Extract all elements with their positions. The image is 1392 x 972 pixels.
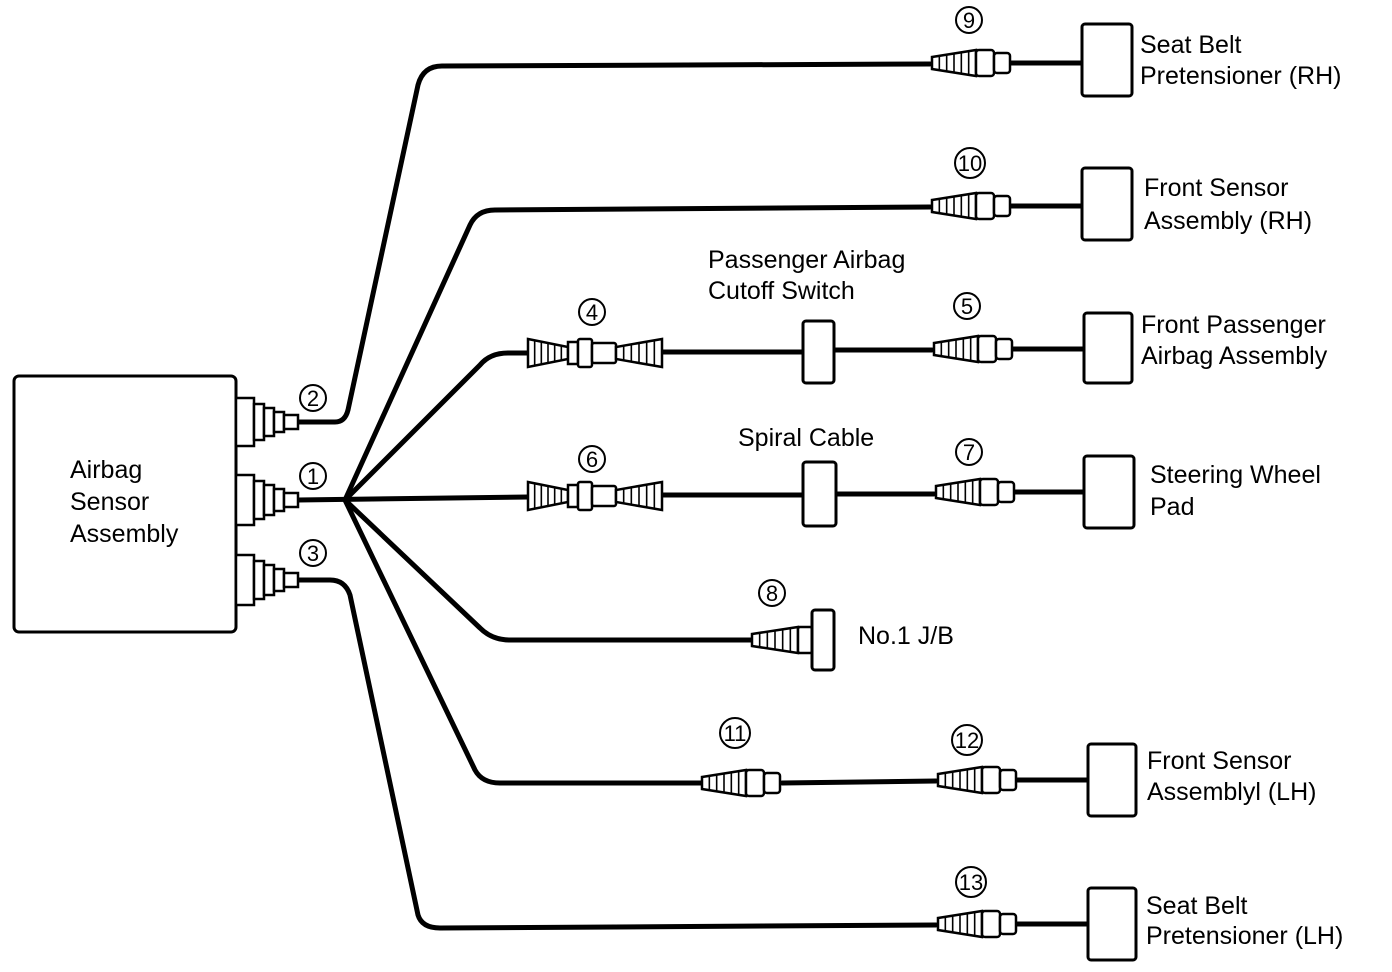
- seat-belt-rh-label-1: Seat Belt: [1140, 31, 1242, 59]
- connector-number-8-text: 8: [766, 581, 778, 606]
- inline-connectors: [526, 48, 1018, 939]
- junction-block: [810, 608, 836, 672]
- steering-wheel-pad-label-1: Steering Wheel: [1150, 461, 1321, 489]
- connector-number-11: 11: [719, 717, 751, 749]
- connector-7: [934, 477, 1016, 507]
- seat-belt-rh-label-2: Pretensioner (RH): [1140, 62, 1341, 90]
- connector-number-3: 3: [299, 539, 327, 567]
- front-sensor-rh-label-2: Assembly (RH): [1144, 207, 1312, 235]
- sensor-assembly-label-1: Airbag: [70, 456, 142, 484]
- connector-number-1-text: 1: [307, 464, 319, 489]
- front-sensor-lh-label-1: Front Sensor: [1147, 747, 1292, 775]
- front-sensor-assembly-rh: [1080, 166, 1134, 242]
- cutoff-switch: [801, 319, 836, 385]
- connector-number-7: 7: [955, 438, 983, 466]
- wires: [295, 60, 1091, 931]
- sensor-assembly-label-2: Sensor: [70, 488, 149, 516]
- front-sensor-assembly-lh: [1086, 742, 1138, 818]
- connector-number-1: 1: [299, 462, 327, 490]
- connector-number-8: 8: [758, 579, 786, 607]
- connector-number-12: 12: [951, 724, 983, 756]
- sensor-connector-1: [234, 473, 300, 527]
- seat-belt-pretensioner-lh: [1086, 886, 1138, 962]
- connector-number-6-text: 6: [586, 447, 598, 472]
- connector-11: [700, 768, 782, 798]
- front-passenger-airbag-label-2: Airbag Assembly: [1141, 342, 1328, 370]
- connector-8: [750, 625, 814, 655]
- steering-wheel-pad-label-2: Pad: [1150, 493, 1194, 521]
- connector-number-10: 10: [954, 147, 986, 179]
- wire-seat-belt-lh: [295, 577, 939, 931]
- connector-number-4-text: 4: [586, 300, 598, 325]
- front-passenger-airbag-assembly: [1082, 311, 1134, 385]
- connector-number-6: 6: [578, 445, 606, 473]
- junction-block-label: No.1 J/B: [858, 622, 954, 650]
- front-sensor-lh-label-2: Assemblyl (LH): [1147, 778, 1316, 806]
- connector-6: [526, 480, 664, 512]
- front-sensor-rh-label-1: Front Sensor: [1144, 174, 1289, 202]
- connector-number-12-text: 12: [955, 728, 979, 753]
- connector-number-13: 13: [955, 866, 987, 898]
- wire-front-sensor-lh: [342, 497, 705, 786]
- spiral-cable-label: Spiral Cable: [738, 424, 874, 452]
- cutoff-switch-label-1: Passenger Airbag: [708, 246, 905, 274]
- connector-9: [930, 48, 1012, 78]
- connector-number-5-text: 5: [961, 294, 973, 319]
- wire-main: [295, 494, 531, 503]
- seat-belt-lh-label-2: Pretensioner (LH): [1146, 922, 1343, 950]
- connector-number-11-text: 11: [724, 721, 747, 746]
- wire-seat-belt-rh: [295, 61, 933, 425]
- wire-front-sensor-rh: [342, 204, 933, 503]
- connector-5: [932, 334, 1014, 364]
- sensor-connector-2: [234, 396, 300, 448]
- connector-12: [936, 765, 1018, 795]
- wire-passenger-airbag: [342, 350, 531, 503]
- seat-belt-pretensioner-rh: [1080, 22, 1134, 98]
- airbag-sensor-assembly: Airbag Sensor Assembly: [12, 374, 238, 634]
- connector-number-5: 5: [953, 292, 981, 320]
- connector-number-10-text: 10: [958, 151, 982, 176]
- cutoff-switch-label-2: Cutoff Switch: [708, 277, 855, 305]
- sensor-connector-3: [234, 553, 300, 607]
- spiral-cable: [801, 460, 838, 528]
- connector-13: [936, 909, 1018, 939]
- connector-number-9: 9: [955, 6, 983, 34]
- connector-number-3-text: 3: [307, 541, 319, 566]
- wire-lh-mid: [779, 778, 939, 786]
- connector-number-4: 4: [578, 298, 606, 326]
- steering-wheel-pad: [1082, 454, 1136, 530]
- connector-number-13-text: 13: [959, 870, 983, 895]
- connector-number-7-text: 7: [963, 440, 975, 465]
- connector-number-2: 2: [299, 384, 327, 412]
- connector-10: [930, 191, 1012, 221]
- wire-junction: [342, 497, 755, 643]
- front-passenger-airbag-label-1: Front Passenger: [1141, 311, 1326, 339]
- connector-number-2-text: 2: [307, 386, 319, 411]
- sensor-assembly-label-3: Assembly: [70, 520, 179, 548]
- seat-belt-lh-label-1: Seat Belt: [1146, 892, 1248, 920]
- connector-number-9-text: 9: [963, 8, 975, 33]
- connector-4: [526, 337, 664, 369]
